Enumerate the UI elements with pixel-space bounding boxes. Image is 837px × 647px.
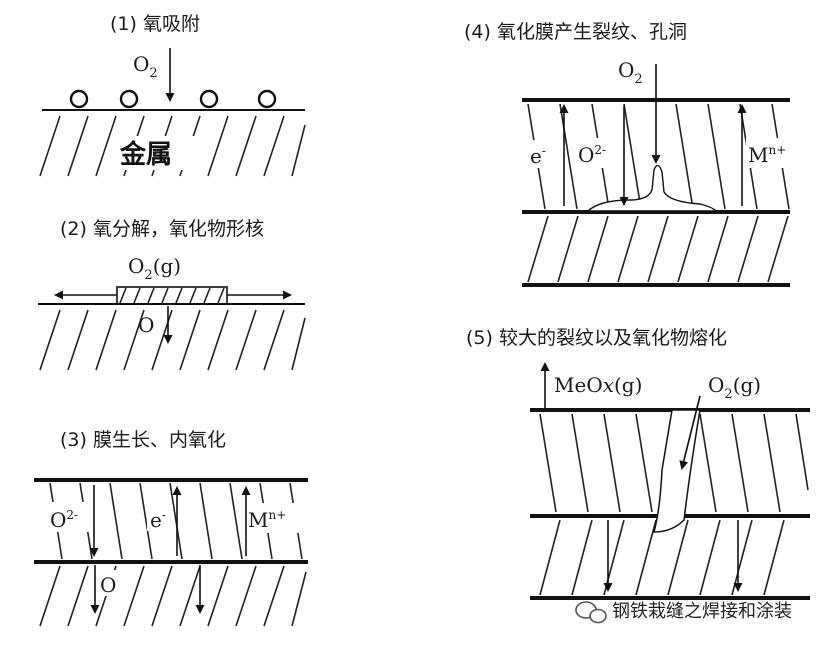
panel-4-metal-ion-label: Mn+	[748, 143, 786, 167]
panel-5-meox-label: MeOx(g)	[554, 373, 642, 397]
oxygen-atom	[257, 89, 277, 109]
oxygen-atom	[199, 89, 219, 109]
panel-5-melting: (5) 较大的裂纹以及氧化物熔化 MeOx(g) O2(g)	[466, 327, 810, 600]
panel-3-o2-ion-label: O2-	[50, 508, 78, 532]
panel-4-caption: (4) 氧化膜产生裂纹、孔洞	[464, 21, 687, 43]
panel-4-o2-label: O2	[618, 58, 643, 87]
metal-label: 金属	[119, 139, 172, 170]
panel-5-caption: (5) 较大的裂纹以及氧化物熔化	[466, 327, 727, 349]
oxide-nucleus	[116, 286, 228, 305]
panel-5-o2g-label: O2(g)	[708, 373, 761, 402]
crack-void	[586, 164, 718, 212]
panel-3-electron-label: e-	[150, 508, 166, 532]
panel-2-o2g-label: O2(g)	[128, 254, 181, 283]
panel-3-caption: (3) 膜生长、内氧化	[60, 429, 226, 451]
panel-3-film-growth: (3) 膜生长、内氧化 O2- e- Mn+ O	[34, 429, 308, 627]
oxygen-atom	[69, 89, 89, 109]
watermark-text: 钢铁栽缝之焊接和涂装	[612, 601, 792, 622]
adsorbed-oxygen-atoms	[69, 89, 277, 109]
o2-penetration-arrow	[679, 395, 701, 470]
panel-1-o2-label: O2	[133, 52, 158, 81]
metal-hatching	[39, 309, 306, 371]
oxide-nucleus-hatching	[119, 287, 225, 304]
panel-3-internal-o-label: O	[100, 573, 116, 597]
watermark: 钢铁栽缝之焊接和涂装	[575, 601, 792, 624]
oxide-film-hatching	[539, 413, 809, 513]
panel-4-cracks: (4) 氧化膜产生裂纹、孔洞 O2 e- O2- Mn+	[464, 21, 794, 287]
oxygen-atom	[119, 89, 139, 109]
panel-2-nucleation: (2) 氧分解，氧化物形核 O2(g) O	[38, 218, 306, 371]
metal-hatching	[39, 565, 307, 627]
panel-3-metal-ion-label: Mn+	[248, 508, 286, 532]
panel-4-o2-ion-label: O2-	[578, 143, 606, 167]
panel-2-o-label: O	[138, 313, 154, 337]
panel-4-electron-label: e-	[530, 144, 546, 168]
metal-hatching	[527, 215, 789, 283]
panel-2-caption: (2) 氧分解，氧化物形核	[60, 218, 264, 240]
panel-1-caption: (1) 氧吸附	[110, 13, 200, 35]
wechat-icon	[575, 601, 607, 624]
molten-oxide-crack	[653, 409, 701, 533]
panel-1-adsorption: (1) 氧吸附 O2 金属	[39, 13, 306, 177]
